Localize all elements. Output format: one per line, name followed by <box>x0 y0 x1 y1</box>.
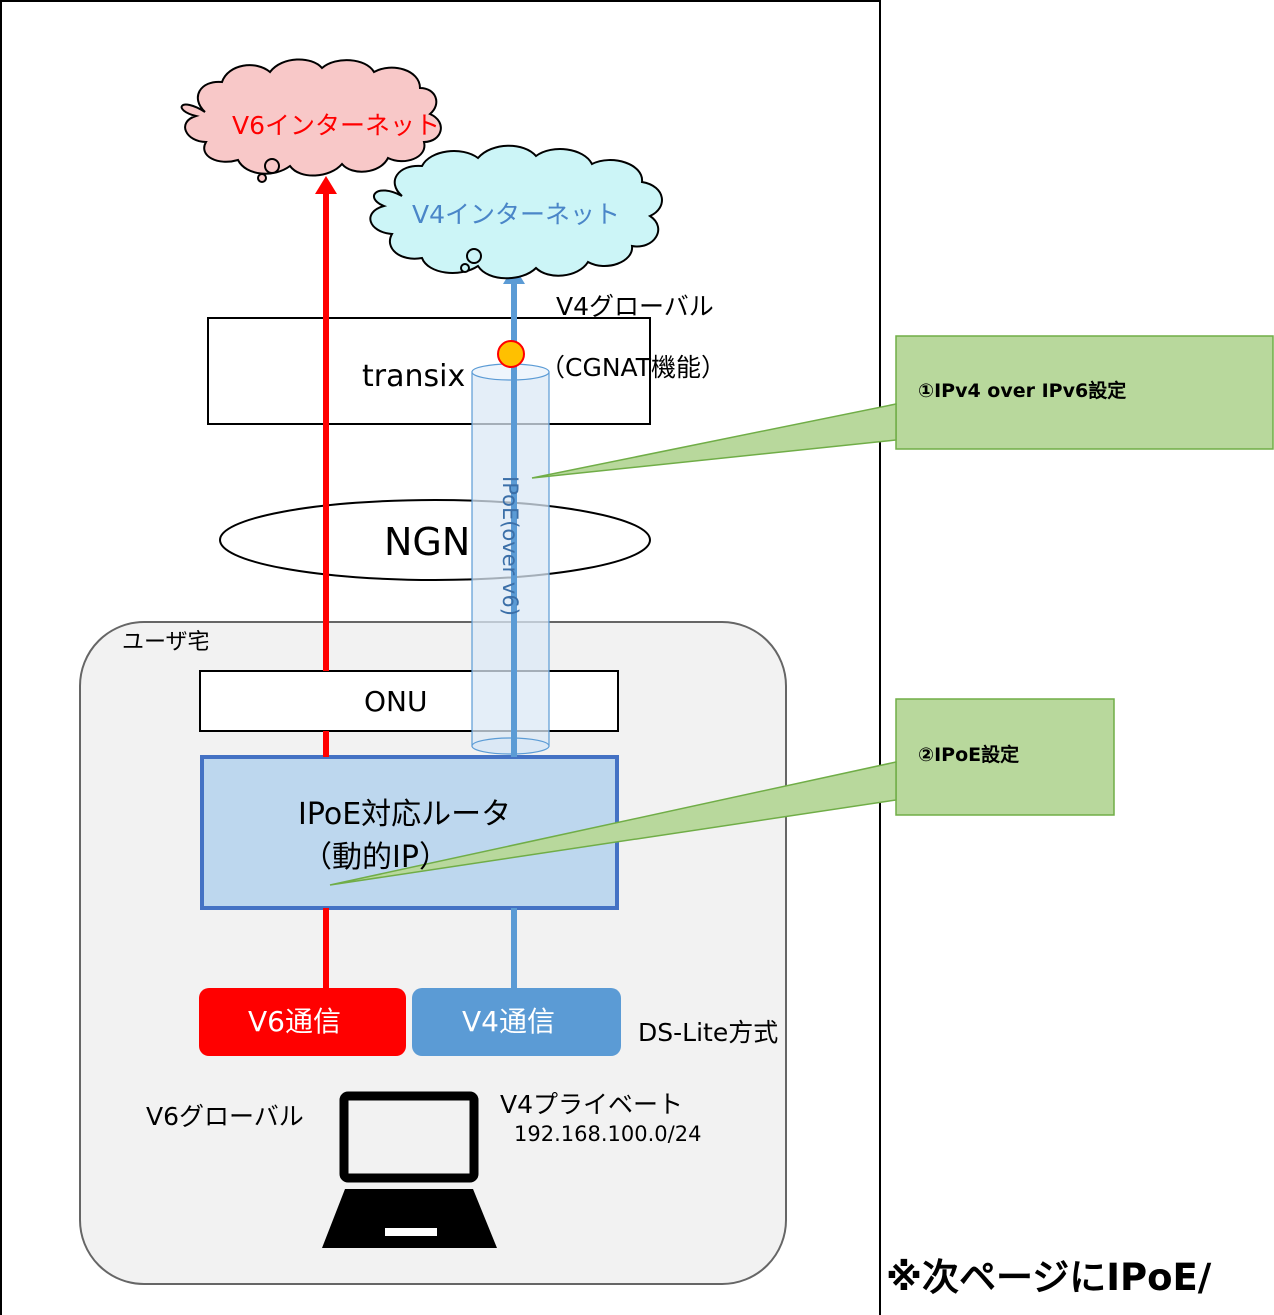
v4-internet-label: V4インターネット <box>412 200 621 229</box>
router-label-line1: IPoE対応ルータ <box>298 797 512 832</box>
callout-ipoe-pointer <box>329 761 897 886</box>
onu-label: ONU <box>364 685 428 718</box>
ds-lite-label: DS-Lite方式 <box>638 1018 779 1047</box>
v4-comm-box <box>412 988 621 1056</box>
user-home-label: ユーザ宅 <box>122 630 210 655</box>
v6-arrowhead <box>315 176 337 194</box>
callout-ipv4-over-ipv6-box <box>895 335 1274 450</box>
v6-internet-cloud <box>180 58 442 183</box>
ngn-label: NGN <box>384 520 471 564</box>
v4-global-label: V4グローバル <box>556 292 714 321</box>
v4-comm-label: V4通信 <box>462 1005 555 1038</box>
cgnat-point <box>497 340 525 368</box>
callout-ipoe-text: ②IPoE設定 <box>918 744 1020 766</box>
tunnel-label: IPoE(over v6) <box>498 476 522 616</box>
footer-note: ※次ページにIPoE/ <box>886 1256 1212 1299</box>
v4-subnet-label: 192.168.100.0/24 <box>514 1122 702 1146</box>
laptop-icon <box>322 1091 497 1248</box>
ipoe-tunnel <box>471 363 550 755</box>
callout-ipoe-box <box>895 698 1115 816</box>
callout-ipv4-over-ipv6-text: ①IPv4 over IPv6設定 <box>918 380 1127 402</box>
v4-internet-cloud <box>369 144 663 280</box>
transix-label: transix <box>362 359 466 394</box>
v6-comm-label: V6通信 <box>248 1005 341 1038</box>
v6-comm-box <box>199 988 406 1056</box>
cgnat-label: （CGNAT機能） <box>540 353 726 382</box>
v4-private-label: V4プライベート <box>500 1090 684 1119</box>
transix-box <box>207 317 651 425</box>
v6-global-label: V6グローバル <box>146 1102 304 1131</box>
callout-ipv4-over-ipv6-pointer <box>531 403 897 479</box>
router-box <box>200 755 619 910</box>
v6-internet-label: V6インターネット <box>232 111 441 140</box>
router-label-line2: （動的IP） <box>302 840 449 875</box>
